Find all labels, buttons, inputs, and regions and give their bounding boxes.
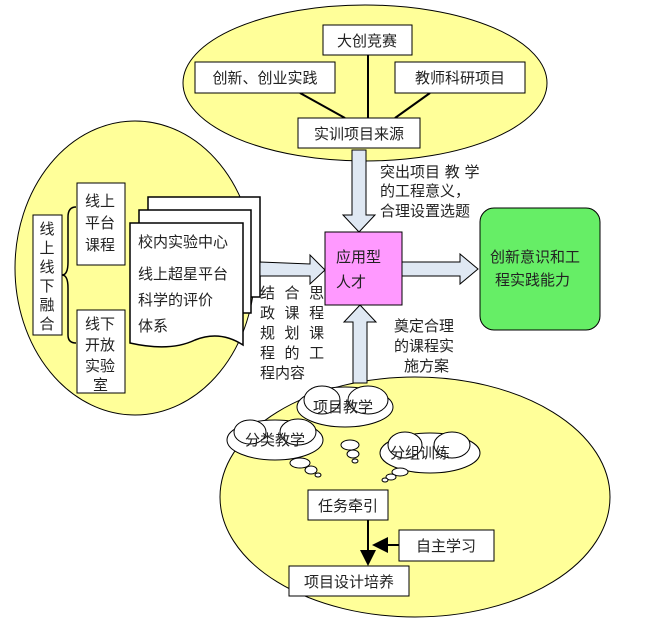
bottom-note: 奠定合理的课程实施方案 — [394, 317, 454, 375]
svg-text:教师科研项目: 教师科研项目 — [415, 69, 505, 87]
box-source: 实训项目来源 — [297, 117, 421, 149]
left-note: 结 合 思政 课 程规 划 课程 的 工程内容 — [260, 284, 324, 382]
box-design: 项目设计培养 — [288, 565, 410, 597]
box-research: 教师科研项目 — [394, 61, 526, 94]
top-note: 突出项目 教 学的工程意义，合理设置选题 — [380, 163, 480, 220]
svg-text:线下开放实验室: 线下开放实验室 — [85, 315, 115, 394]
svg-text:创新、创业实践: 创新、创业实践 — [212, 69, 317, 87]
svg-text:应用型人才: 应用型人才 — [336, 248, 381, 291]
cloud-category-label: 分类教学 — [245, 431, 305, 449]
cloud-category — [226, 418, 324, 478]
cloud-project — [296, 385, 394, 464]
svg-text:项目设计培养: 项目设计培养 — [304, 573, 394, 591]
arrow-top-to-center — [341, 149, 377, 233]
cloud-project-label: 项目教学 — [313, 398, 373, 416]
arrow-bottom-to-center — [342, 304, 378, 384]
cloud-group-label: 分组训练 — [390, 444, 450, 462]
outcome-box: 创新意识和工程实践能力 — [479, 207, 601, 331]
svg-text:线上平台课程: 线上平台课程 — [85, 192, 115, 254]
brace — [61, 206, 77, 344]
svg-text:校内实验中心线上超星平台科学的评价体系: 校内实验中心线上超星平台科学的评价体系 — [138, 233, 228, 335]
svg-text:实训项目来源: 实训项目来源 — [314, 125, 404, 143]
box-competition: 大创竞赛 — [322, 24, 413, 56]
svg-text:线上线下融合: 线上线下融合 — [39, 220, 54, 333]
box-offline: 线下开放实验室 — [76, 309, 126, 394]
box-self-study: 自主学习 — [398, 529, 495, 562]
center-box: 应用型人才 — [324, 231, 403, 306]
arrow-left-to-center — [259, 253, 326, 286]
arrow-center-to-outcome — [401, 252, 479, 286]
box-online: 线上平台课程 — [76, 182, 126, 266]
svg-text:创新意识和工程实践能力: 创新意识和工程实践能力 — [490, 248, 580, 289]
box-task: 任务牵引 — [307, 489, 389, 521]
svg-text:任务牵引: 任务牵引 — [318, 497, 378, 515]
document-stack: 校内实验中心线上超星平台科学的评价体系 — [129, 196, 261, 348]
svg-text:大创竞赛: 大创竞赛 — [337, 32, 397, 50]
box-blend: 线上线下融合 — [32, 214, 63, 336]
cloud-group — [379, 431, 481, 483]
svg-text:自主学习: 自主学习 — [416, 537, 476, 555]
box-innovation: 创新、创业实践 — [194, 61, 336, 94]
bottom-ellipse — [219, 376, 611, 618]
